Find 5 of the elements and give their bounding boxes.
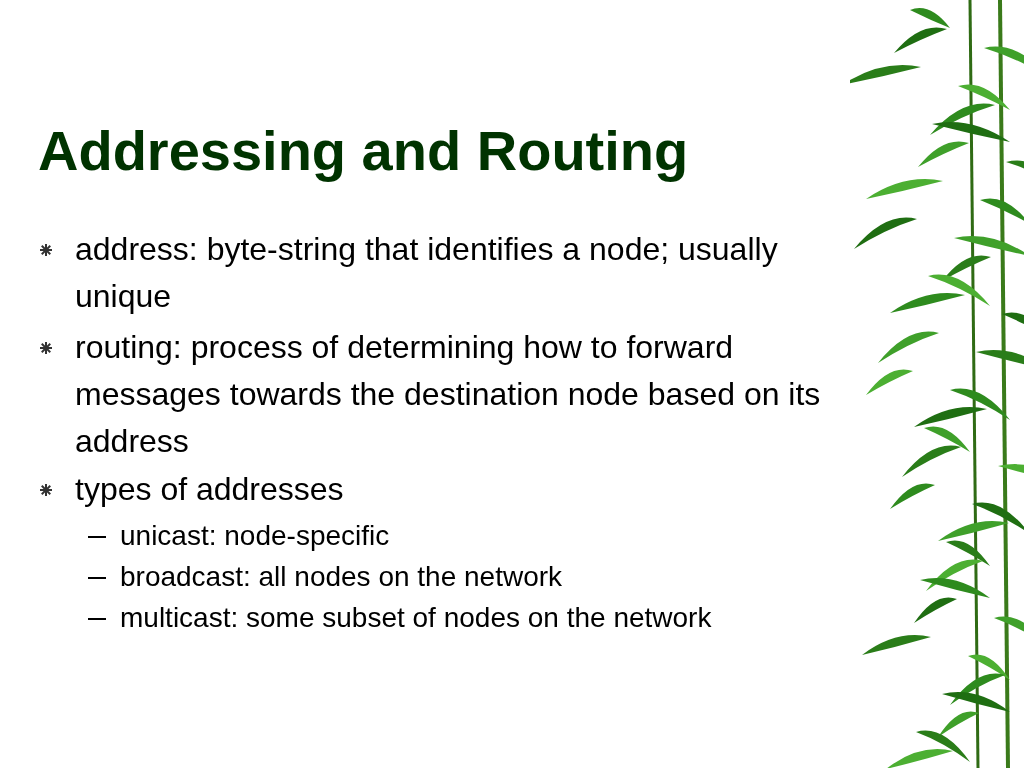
bullet-text: types of addresses: [75, 470, 345, 509]
sub-bullet-text: broadcast: all nodes on the network: [120, 560, 564, 594]
sub-bullet-text: unicast: node-specific: [120, 519, 391, 553]
slide-title: Addressing and Routing: [38, 118, 689, 183]
sub-bullet-text: multicast: some subset of nodes on the network: [120, 601, 713, 635]
